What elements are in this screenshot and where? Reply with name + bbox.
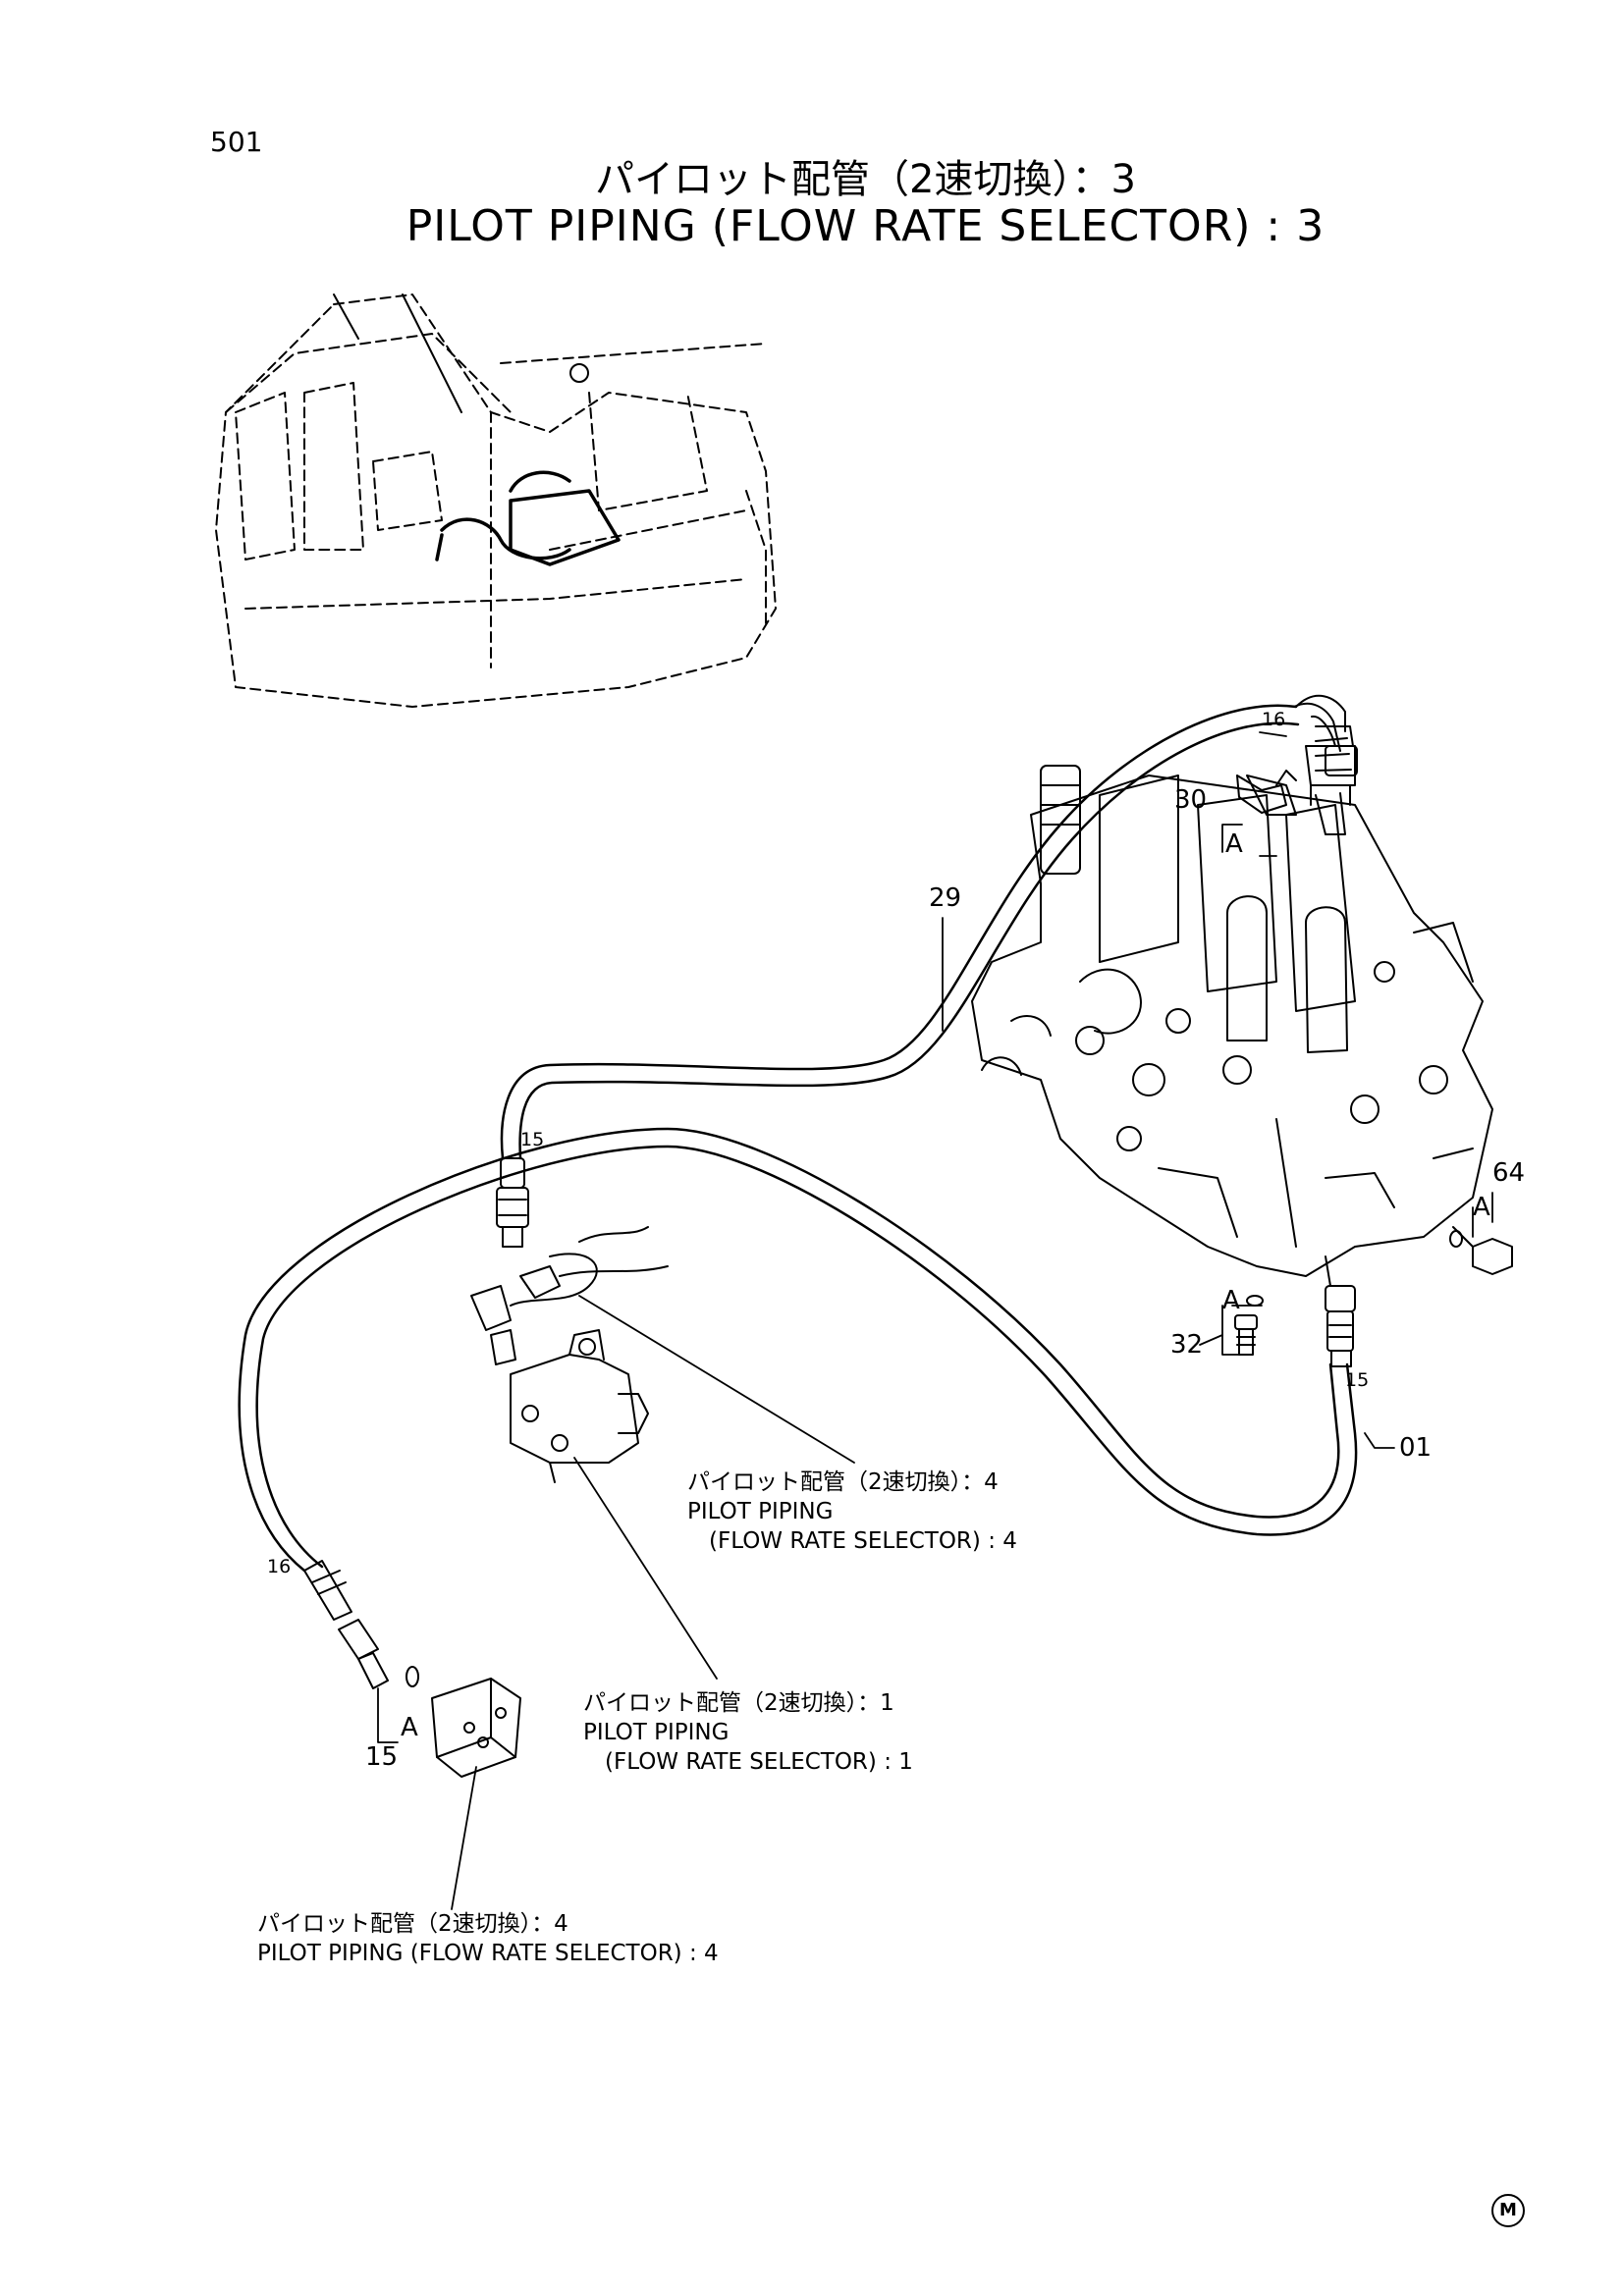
part-label-01: 01 <box>1399 1433 1433 1463</box>
fitting-15-right <box>1325 1285 1356 1367</box>
reference-note-1-jp: パイロット配管（2速切換）：4 <box>687 1469 999 1495</box>
reference-note-1: パイロット配管（2速切換）：4 PILOT PIPING (FLOW RATE … <box>687 1468 1017 1556</box>
title-english: PILOT PIPING (FLOW RATE SELECTOR) : 3 <box>406 201 1325 251</box>
page-number: 501 <box>210 126 263 158</box>
section-a-label-bottom: A <box>401 1713 418 1742</box>
part-label-15-bottom: 15 <box>365 1742 399 1772</box>
excavator-overview <box>215 294 777 708</box>
reference-note-2-en-line1: PILOT PIPING <box>583 1720 730 1745</box>
reference-note-1-en-line2: (FLOW RATE SELECTOR) : 4 <box>709 1528 1017 1554</box>
title-japanese: パイロット配管（2速切換）：3 <box>595 157 1136 202</box>
fitting-15-bottom <box>357 1652 419 1689</box>
part-label-32: 32 <box>1170 1330 1204 1360</box>
corner-mark-icon: M <box>1491 2194 1525 2227</box>
fitting-15-left <box>496 1157 529 1248</box>
overview-highlight <box>435 470 621 566</box>
pilot-block <box>431 1678 521 1778</box>
bolt-64 <box>1449 1226 1513 1275</box>
selector-valve <box>470 1226 669 1483</box>
fitting-32 <box>1234 1295 1264 1356</box>
part-label-15-left: 15 <box>520 1129 545 1150</box>
elbow-16-top <box>1293 702 1358 776</box>
hose-29 <box>500 704 1300 1160</box>
reference-note-3-en-line1: PILOT PIPING (FLOW RATE SELECTOR) : 4 <box>257 1941 719 1966</box>
fitting-16-bottom <box>303 1560 379 1660</box>
part-label-29: 29 <box>929 883 962 913</box>
reference-note-1-en-line1: PILOT PIPING <box>687 1499 834 1524</box>
part-label-64: 64 <box>1492 1158 1526 1188</box>
part-label-15-right: 15 <box>1345 1369 1370 1391</box>
reference-note-2: パイロット配管（2速切換）：1 PILOT PIPING (FLOW RATE … <box>583 1688 913 1777</box>
section-a-label-right: A <box>1473 1193 1490 1222</box>
part-label-30: 30 <box>1174 785 1208 815</box>
part-label-16-top: 16 <box>1262 709 1286 730</box>
fitting-30 <box>1236 770 1297 814</box>
section-a-label-top: A <box>1225 829 1243 859</box>
section-a-label-mid: A <box>1222 1286 1240 1315</box>
leader-lines <box>377 731 1493 1910</box>
hose-01 <box>238 1127 1358 1573</box>
reference-note-3-jp: パイロット配管（2速切換）：4 <box>257 1911 568 1937</box>
reference-note-2-jp: パイロット配管（2速切換）：1 <box>583 1690 894 1716</box>
part-label-16-bottom: 16 <box>267 1556 292 1577</box>
reference-note-2-en-line2: (FLOW RATE SELECTOR) : 1 <box>605 1749 913 1775</box>
reference-note-3: パイロット配管（2速切換）：4 PILOT PIPING (FLOW RATE … <box>257 1909 719 1968</box>
